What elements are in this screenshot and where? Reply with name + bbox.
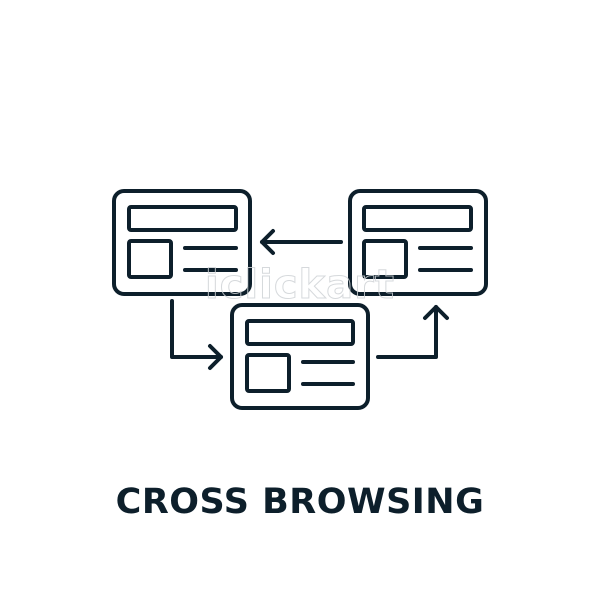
icon-caption: CROSS BROWSING — [115, 482, 485, 522]
browser-window-icon-top-right — [348, 189, 488, 296]
arrow-icon-bottom-to-right — [376, 305, 449, 359]
browser-window-icon-top-left — [112, 189, 252, 296]
browser-window-icon-bottom — [230, 303, 370, 410]
arrow-icon-right-to-left — [260, 229, 343, 255]
arrow-icon-left-to-bottom — [170, 299, 223, 370]
